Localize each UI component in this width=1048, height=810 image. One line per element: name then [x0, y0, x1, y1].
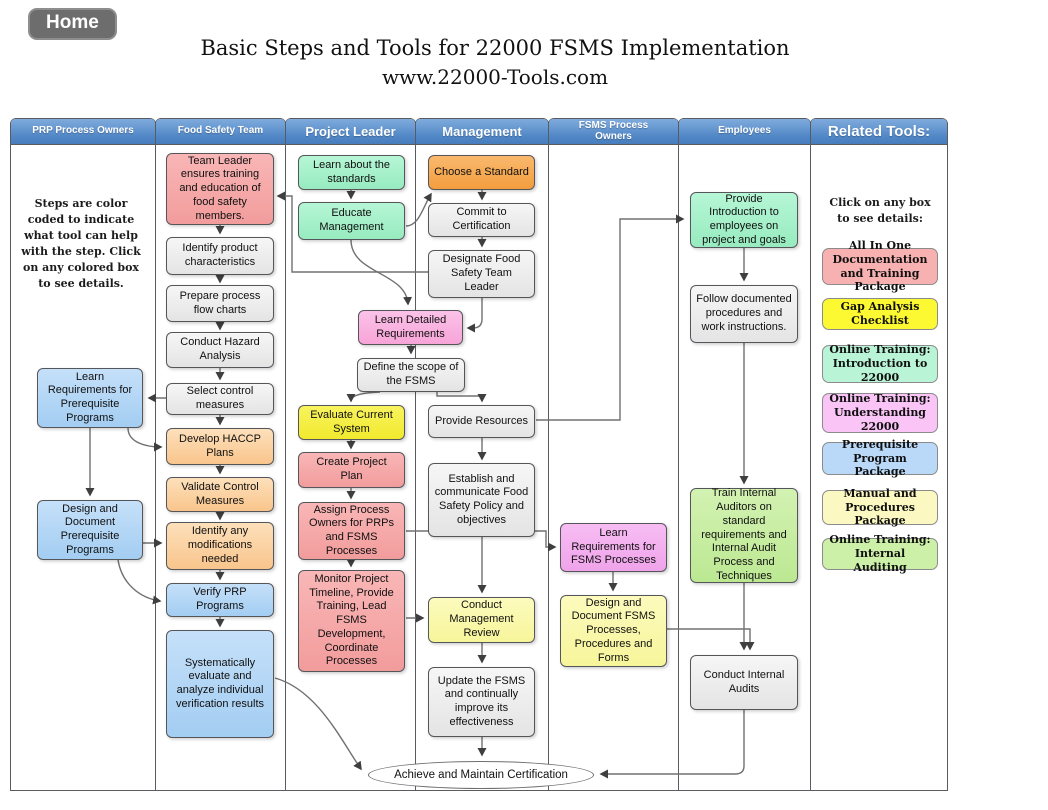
box-identify-modifications[interactable]: Identify any modifications needed — [166, 522, 274, 570]
box-evaluate-current-system[interactable]: Evaluate Current System — [298, 405, 405, 440]
column-header-food-safety-team: Food Safety Team — [156, 119, 285, 145]
box-provide-introduction-employees[interactable]: Provide Introduction to employees on pro… — [690, 192, 798, 248]
box-systematically-evaluate[interactable]: Systematically evaluate and analyze indi… — [166, 630, 274, 738]
box-update-fsms-improve: Update the FSMS and continually improve … — [428, 667, 535, 737]
box-prepare-process-flow-charts: Prepare process flow charts — [166, 285, 274, 322]
title-line1: Basic Steps and Tools for 22000 FSMS Imp… — [200, 36, 790, 60]
page-title: Basic Steps and Tools for 22000 FSMS Imp… — [0, 36, 990, 89]
tool-manual-procedures-package[interactable]: Manual and Procedures Package — [822, 487, 938, 527]
box-verify-prp-programs[interactable]: Verify PRP Programs — [166, 583, 274, 617]
box-define-scope-fsms: Define the scope of the FSMS — [357, 358, 465, 392]
box-assign-process-owners[interactable]: Assign Process Owners for PRPs and FSMS … — [298, 502, 405, 560]
tools-click-note: Click on any box to see details: — [829, 196, 931, 225]
box-choose-a-standard[interactable]: Choose a Standard — [428, 155, 535, 190]
tool-gap-analysis-checklist[interactable]: Gap Analysis Checklist — [822, 298, 938, 330]
box-design-document-prerequisite[interactable]: Design and Document Prerequisite Program… — [37, 500, 143, 560]
tool-online-training-introduction[interactable]: Online Training: Introduction to 22000 — [822, 343, 938, 384]
title-line2: www.22000-Tools.com — [381, 65, 609, 89]
box-conduct-internal-audits: Conduct Internal Audits — [690, 655, 798, 710]
box-establish-communicate-policy: Establish and communicate Food Safety Po… — [428, 463, 535, 537]
column-header-fsms-process-owners: FSMS Process Owners — [549, 119, 678, 145]
terminator-achieve-certification: Achieve and Maintain Certification — [368, 761, 594, 789]
box-learn-fsms-requirements[interactable]: Learn Requirements for FSMS Processes — [560, 523, 667, 572]
box-monitor-project-timeline[interactable]: Monitor Project Timeline, Provide Traini… — [298, 570, 405, 672]
box-provide-resources: Provide Resources — [428, 405, 535, 438]
box-identify-product-characteristics: Identify product characteristics — [166, 237, 274, 275]
box-designate-food-safety-team-leader: Designate Food Safety Team Leader — [428, 250, 535, 298]
box-learn-detailed-requirements[interactable]: Learn Detailed Requirements — [358, 310, 463, 345]
column-fsms-process-owners: FSMS Process Owners — [548, 118, 679, 791]
column-header-employees: Employees — [679, 119, 810, 145]
box-design-document-fsms[interactable]: Design and Document FSMS Processes, Proc… — [560, 595, 667, 667]
box-select-control-measures: Select control measures — [166, 383, 274, 415]
box-conduct-management-review[interactable]: Conduct Management Review — [428, 597, 535, 643]
box-develop-haccp-plans[interactable]: Develop HACCP Plans — [166, 428, 274, 465]
home-button[interactable]: Home — [28, 8, 117, 40]
column-header-related-tools: Related Tools: — [811, 119, 947, 145]
box-validate-control-measures[interactable]: Validate Control Measures — [166, 477, 274, 512]
column-related-tools: Related Tools: — [810, 118, 948, 791]
box-commit-to-certification: Commit to Certification — [428, 203, 535, 237]
box-create-project-plan[interactable]: Create Project Plan — [298, 452, 405, 488]
tool-all-in-one-package[interactable]: All In One Documentation and Training Pa… — [822, 239, 938, 293]
column-header-management: Management — [416, 119, 548, 145]
tool-online-training-understanding[interactable]: Online Training: Understanding 22000 — [822, 392, 938, 433]
tool-prerequisite-program-package[interactable]: Prerequisite Program Package — [822, 438, 938, 478]
box-educate-management[interactable]: Educate Management — [298, 202, 405, 240]
box-team-leader-training[interactable]: Team Leader ensures training and educati… — [166, 153, 274, 225]
steps-color-note: Steps are color coded to indicate what t… — [21, 197, 141, 290]
column-header-project-leader: Project Leader — [286, 119, 415, 145]
box-learn-about-standards[interactable]: Learn about the standards — [298, 155, 405, 190]
tool-online-training-internal-auditing[interactable]: Online Training: Internal Auditing — [822, 533, 938, 574]
box-learn-prerequisite-requirements[interactable]: Learn Requirements for Prerequisite Prog… — [37, 368, 143, 428]
box-conduct-hazard-analysis: Conduct Hazard Analysis — [166, 332, 274, 368]
box-follow-documented-procedures: Follow documented procedures and work in… — [690, 285, 798, 343]
column-header-prp: PRP Process Owners — [11, 119, 155, 145]
box-train-internal-auditors[interactable]: Train Internal Auditors on standard requ… — [690, 487, 798, 583]
